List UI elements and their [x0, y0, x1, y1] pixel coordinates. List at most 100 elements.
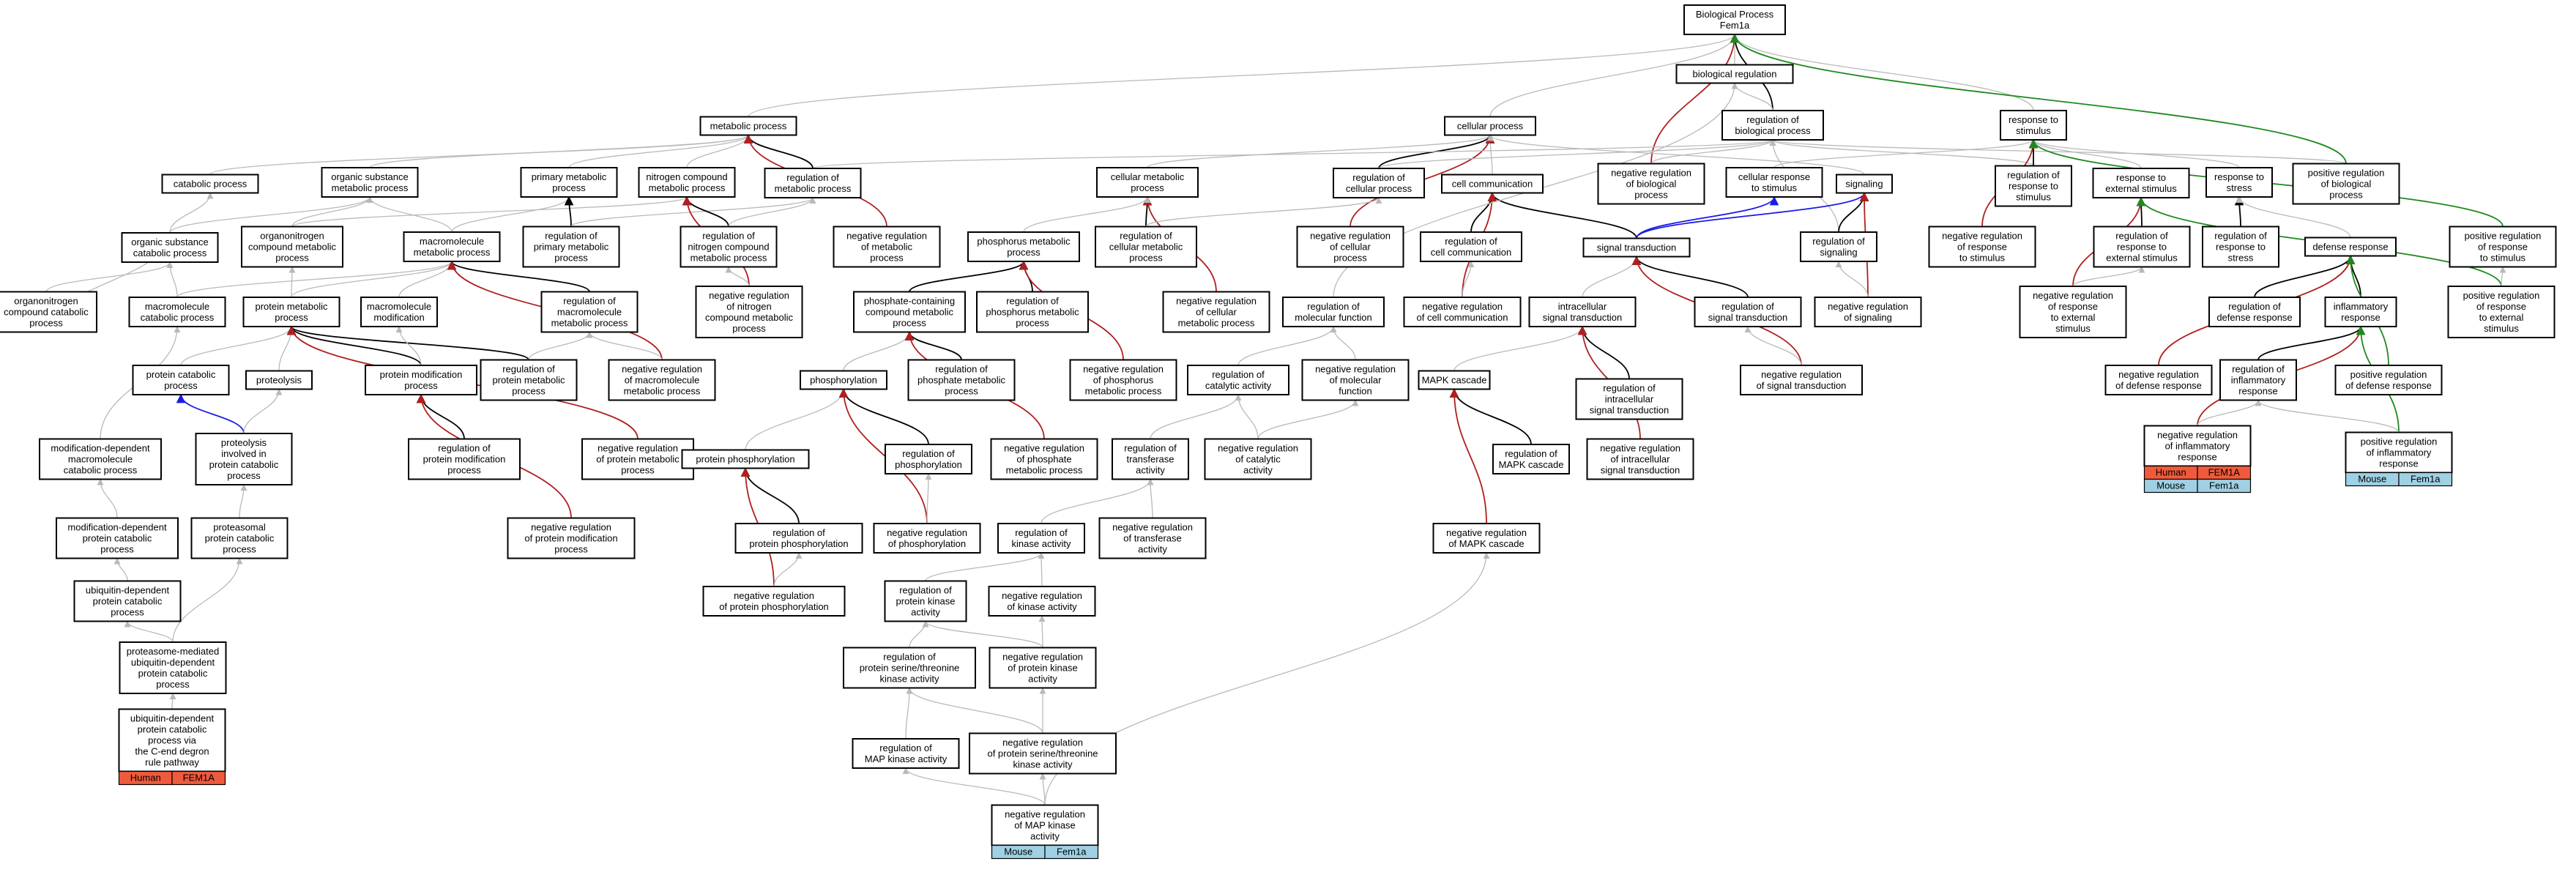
go-term-node[interactable]: metabolic process [699, 116, 797, 136]
go-term-node[interactable]: cellular process [1444, 116, 1536, 136]
go-term-node[interactable]: proteasome-mediatedubiquitin-dependentpr… [119, 641, 227, 694]
go-term-node[interactable]: cell communication [1441, 174, 1544, 194]
go-term-node[interactable]: MAPK cascade [1418, 370, 1491, 390]
go-term-node[interactable]: catabolic process [161, 174, 259, 194]
go-term-node[interactable]: proteolysis [245, 370, 313, 390]
go-term-node[interactable]: protein phosphorylation [681, 449, 810, 469]
go-term-node[interactable]: biological regulation [1675, 64, 1794, 84]
go-term-node[interactable]: defense response [2304, 237, 2397, 257]
go-term-node[interactable]: signal transduction [1582, 237, 1691, 258]
go-term-node[interactable]: phosphorylation [800, 370, 887, 390]
